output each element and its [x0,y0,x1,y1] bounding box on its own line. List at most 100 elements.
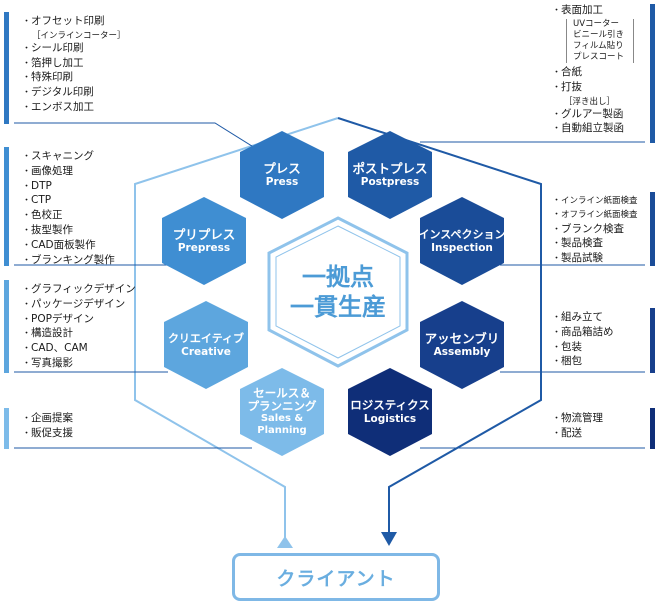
list-item: 物流管理 [552,412,603,427]
hex-label-press: プレス Press [263,161,301,189]
bar-inspection [650,192,655,266]
outer-hexagon-left [134,117,339,538]
hex-en-press: Press [265,176,299,188]
list-item: ブランキング製作 [22,254,115,269]
list-logistics: 物流管理 配送 [552,412,603,442]
list-item: エンボス加工 [22,101,126,116]
hex-en-prepress: Prepress [177,242,231,254]
hex-label-prepress: プリプレス Prepress [173,227,236,255]
list-item: 表面加工 [552,4,603,19]
bar-assembly [650,308,655,373]
hex-assembly[interactable] [420,301,504,389]
list-item: デジタル印刷 [22,86,126,101]
hex-en-postpress: Postpress [360,176,420,188]
client-label: クライアント [276,567,396,590]
hex-en-inspection: Inspection [431,242,493,254]
hex-jp-press: プレス [263,161,301,176]
list-postpress-top: 表面加工 [552,4,603,19]
list-creative: グラフィックデザイン パッケージデザイン POPデザイン 構造設計 CAD、CA… [22,283,136,372]
hex-jp1-sales: セールス＆ [253,386,311,400]
hex-en1-sales: Sales & [260,413,304,424]
list-item: シール印刷 [22,42,126,57]
bar-postpress [650,4,655,143]
bar-logistics [650,408,655,449]
list-item: POPデザイン [22,313,136,328]
hex-label-postpress: ポストプレス Postpress [352,161,427,189]
list-item: 画像処理 [22,165,115,180]
list-item: 販促支援 [22,427,73,442]
bar-creative [4,280,9,373]
list-item: インライン紙面検査 [552,195,638,209]
list-sales: 企画提案 販促支援 [22,412,73,442]
list-item: オフセット印刷 [22,15,126,30]
list-item: 合紙 [552,66,624,81]
center-hexagon [267,216,409,368]
list-item: ［インラインコーター］ [32,30,126,41]
list-prepress: スキャニング 画像処理 DTP CTP 色校正 抜型製作 CAD面板製作 ブラン… [22,150,115,268]
hex-postpress[interactable] [348,131,432,219]
list-item: 包装 [552,341,614,356]
outer-hexagon-right [337,117,542,538]
client-box: クライアント [232,553,440,601]
list-item: オフライン紙面検査 [552,209,638,223]
hex-prepress[interactable] [162,197,246,285]
center-title: 一拠点 一貫生産 [290,262,386,322]
list-press: オフセット印刷 ［インラインコーター］ シール印刷 箔押し加工 特殊印刷 デジタ… [22,15,126,116]
list-postpress-mid: 合紙 打抜 ［浮き出し］ グルアー製函 自動組立製函 [552,66,624,137]
list-item: グルアー製函 [552,108,624,123]
bar-sales [4,408,9,449]
list-postpress-sub: UVコーター ビニール引き フィルム貼り プレスコート [566,19,634,63]
hex-en-creative: Creative [181,346,231,358]
hex-label-inspection: インスペクション Inspection [418,227,505,255]
hex-label-assembly: アッセンブリ Assembly [425,331,500,359]
list-item: フィルム貼り [573,41,624,51]
hex-creative[interactable] [164,301,248,389]
list-item: スキャニング [22,150,115,165]
hex-jp-assembly: アッセンブリ [424,331,500,346]
list-item: 箔押し加工 [22,57,126,72]
list-inspection: インライン紙面検査 オフライン紙面検査 ブランク検査 製品検査 製品試験 [552,195,638,267]
hex-sales[interactable] [240,368,324,456]
arrow-down-client [381,532,397,546]
list-item: 企画提案 [22,412,73,427]
list-item: 写真撮影 [22,357,136,372]
list-item: CTP [22,194,115,209]
bar-prepress [4,147,9,266]
list-item: 色校正 [22,209,115,224]
list-item: DTP [22,180,115,195]
list-assembly: 組み立て 商品箱詰め 包装 梱包 [552,311,614,370]
hex-label-creative: クリエイティブ Creative [168,331,244,359]
list-item: 構造設計 [22,327,136,342]
hex-jp-prepress: プリプレス [172,227,236,242]
arrow-up-client [277,536,293,548]
list-item: グラフィックデザイン [22,283,136,298]
hex-label-logistics: ロジスティクス Logistics [350,398,429,426]
hex-jp-logistics: ロジスティクス [350,398,430,412]
hex-inspection[interactable] [420,197,504,285]
center-title-line2: 一貫生産 [290,293,386,321]
list-item: 自動組立製函 [552,122,624,137]
list-item: 商品箱詰め [552,326,614,341]
list-item: 製品試験 [552,252,638,267]
bar-press [4,12,9,124]
list-item: ［浮き出し］ [564,96,616,107]
list-item: パッケージデザイン [22,298,136,313]
hex-jp-postpress: ポストプレス [352,161,428,176]
list-item: ビニール引き [573,30,625,40]
connector-press [14,122,256,149]
list-item: 配送 [552,427,603,442]
hex-label-sales: セールス＆ プランニング Sales & Planning [248,387,317,437]
center-hexagon-inner [275,225,401,359]
hex-en-logistics: Logistics [363,413,417,425]
hex-press[interactable] [240,131,324,219]
center-title-line1: 一拠点 [302,263,374,291]
list-item: 組み立て [552,311,614,326]
list-item: 抜型製作 [22,224,115,239]
hex-jp-creative: クリエイティブ [167,332,245,345]
list-item: ブランク検査 [552,223,638,238]
list-item: CAD、CAM [22,342,136,357]
hex-jp2-sales: プランニング [247,399,317,413]
hex-jp-inspection: インスペクション [418,228,506,241]
hex-logistics[interactable] [348,368,432,456]
